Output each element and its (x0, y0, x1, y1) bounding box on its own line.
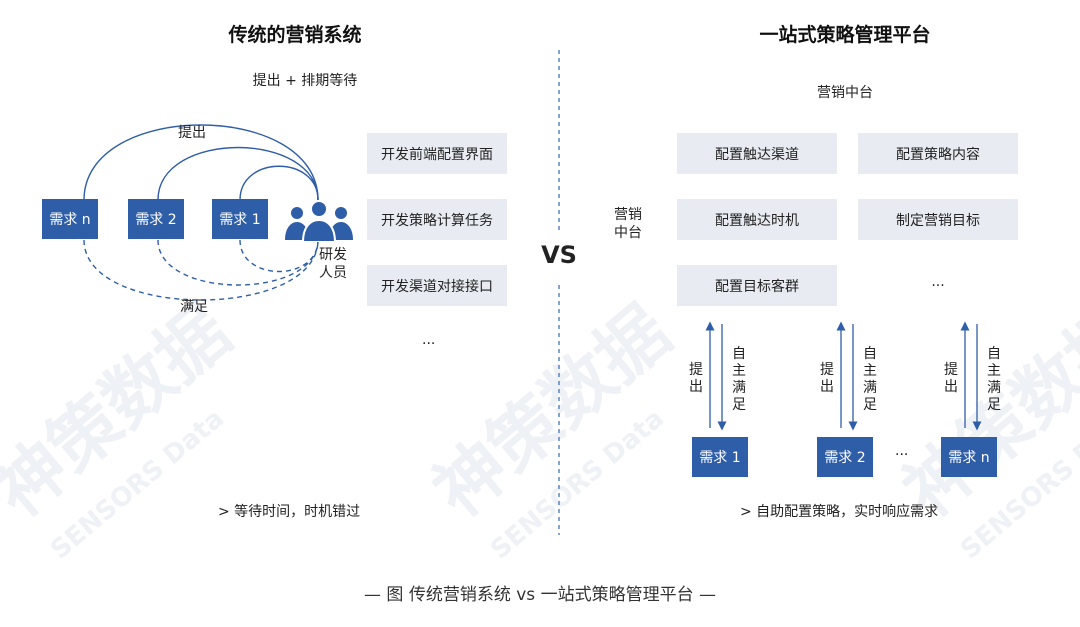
left-subtitle: 提出 + 排期等待 (252, 73, 358, 89)
right-title: 一站式策略管理平台 (759, 24, 931, 46)
cfg-more: ··· (931, 277, 945, 294)
cfg-timing: 配置触达时机 (677, 199, 837, 240)
up-label-1: 提出 (689, 362, 703, 395)
right-request-2: 需求 2 (817, 437, 873, 477)
dev-label: 研发 人员 (319, 247, 347, 281)
left-request-1: 需求 1 (212, 199, 268, 239)
cfg-channel: 配置触达渠道 (677, 133, 837, 174)
arc-top-label: 提出 (178, 125, 206, 141)
right-request-1: 需求 1 (692, 437, 748, 477)
developers-group-icon (285, 200, 353, 242)
arc-bottom-label: 满足 (180, 299, 208, 315)
left-request-2: 需求 2 (128, 199, 184, 239)
down-label-3: 自主满足 (987, 346, 1001, 413)
right-arrows (705, 321, 982, 431)
left-request-n: 需求 n (42, 199, 98, 239)
task-channel: 开发渠道对接接口 (367, 265, 507, 306)
up-label-3: 提出 (944, 362, 958, 395)
left-title: 传统的营销系统 (228, 24, 362, 46)
cfg-audience: 配置目标客群 (677, 265, 837, 306)
right-footer: > 自助配置策略，实时响应需求 (740, 504, 939, 520)
right-side-label: 营销 中台 (614, 207, 642, 241)
left-arcs (83, 124, 319, 301)
tasks-more: ··· (422, 336, 436, 352)
vs-label: VS (541, 241, 577, 269)
left-footer: > 等待时间，时机错过 (218, 504, 361, 520)
right-requests-more: ··· (895, 447, 909, 463)
cfg-content: 配置策略内容 (858, 133, 1018, 174)
task-frontend: 开发前端配置界面 (367, 133, 507, 174)
down-label-1: 自主满足 (732, 346, 746, 413)
up-label-2: 提出 (820, 362, 834, 395)
right-subtitle: 营销中台 (817, 85, 873, 101)
down-label-2: 自主满足 (863, 346, 877, 413)
figure-caption: — 图 传统营销系统 vs 一站式策略管理平台 — (364, 585, 716, 605)
task-strategy: 开发策略计算任务 (367, 199, 507, 240)
center-divider (558, 50, 560, 535)
cfg-goal: 制定营销目标 (858, 199, 1018, 240)
right-request-n: 需求 n (941, 437, 997, 477)
